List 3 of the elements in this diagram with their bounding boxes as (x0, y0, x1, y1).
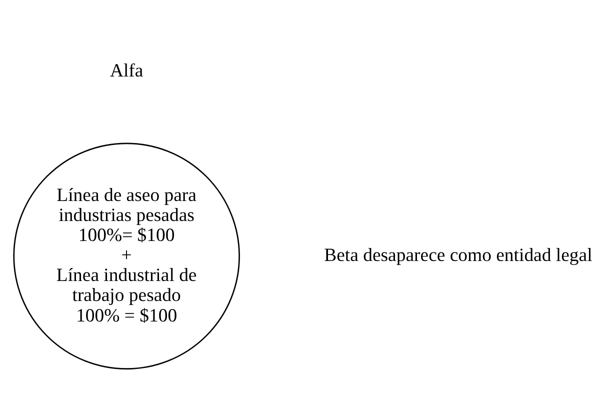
label: Beta desaparece como entidad legal (324, 244, 592, 266)
node-circle: Línea de aseo para industrias pesadas 100%= $100 + Línea industrial de trabajo pesado 100% = $100 (13, 142, 240, 369)
label: Alfa (110, 60, 144, 81)
